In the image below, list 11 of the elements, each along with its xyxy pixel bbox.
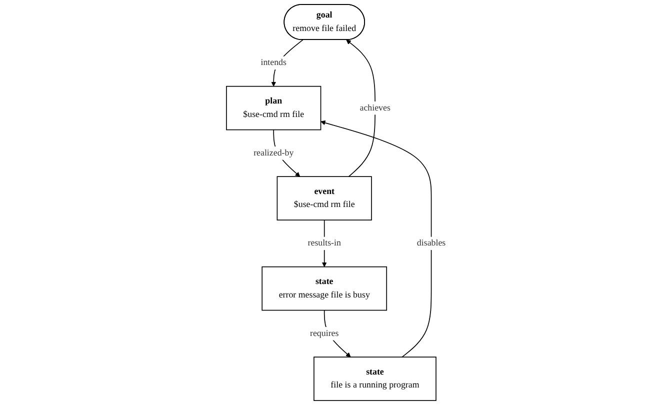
node-box: state file is a running program xyxy=(313,356,436,401)
arrow xyxy=(346,40,376,178)
node-box: plan $use-cmd rm file xyxy=(226,86,322,130)
node-box: event $use-cmd rm file xyxy=(276,176,372,220)
edge-label: intends xyxy=(260,58,286,68)
node-box: state error message file is busy xyxy=(262,266,387,311)
edge-label: results-in xyxy=(308,238,341,248)
edge-label: disables xyxy=(416,238,446,248)
edge-label: realized-by xyxy=(254,148,294,158)
edge-label: requires xyxy=(310,328,339,338)
edge-label: achieves xyxy=(360,103,390,113)
